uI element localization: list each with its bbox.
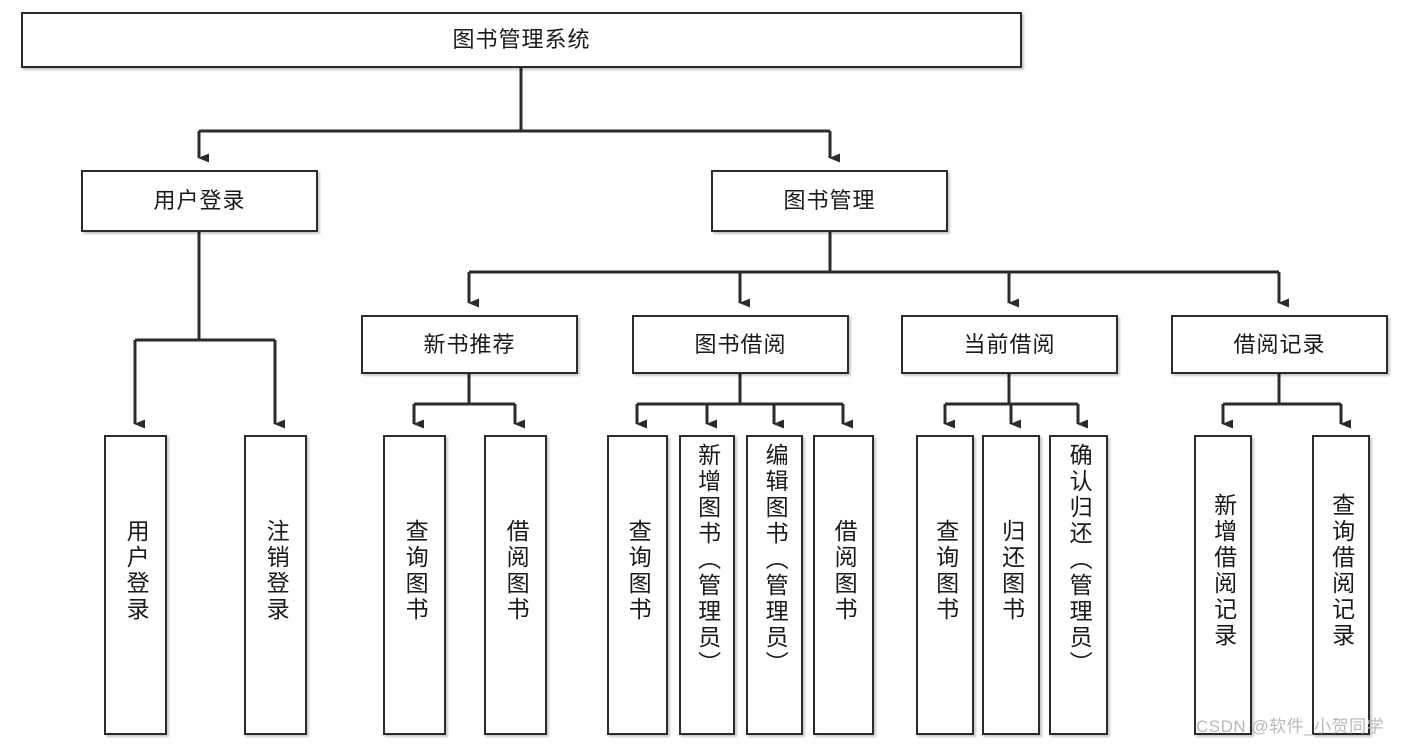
- node-leaf-confirm-return-label: 确认归还（管理员）: [1066, 443, 1093, 677]
- node-book-manage[interactable]: 图书管理: [711, 170, 948, 232]
- node-leaf-edit-book[interactable]: 编辑图书（管理员）: [746, 435, 803, 735]
- node-user-login-label: 用户登录: [153, 188, 246, 214]
- node-leaf-return-book-label: 归还图书: [998, 519, 1025, 623]
- node-leaf-logout-label: 注销登录: [263, 519, 290, 623]
- node-leaf-confirm-return[interactable]: 确认归还（管理员）: [1049, 435, 1108, 735]
- node-book-borrow-label: 图书借阅: [694, 331, 787, 357]
- node-leaf-add-book[interactable]: 新增图书（管理员）: [679, 435, 735, 735]
- node-borrow-record[interactable]: 借阅记录: [1171, 315, 1388, 374]
- node-leaf-borrow-book-1[interactable]: 借阅图书: [484, 435, 547, 735]
- node-book-manage-label: 图书管理: [783, 188, 876, 214]
- node-leaf-user-login[interactable]: 用户登录: [104, 435, 167, 735]
- node-leaf-add-record-label: 新增借阅记录: [1210, 493, 1237, 649]
- node-leaf-borrow-book-1-label: 借阅图书: [503, 519, 530, 623]
- node-current-borrow-label: 当前借阅: [963, 331, 1056, 357]
- node-root[interactable]: 图书管理系统: [21, 12, 1022, 68]
- node-root-label: 图书管理系统: [452, 27, 591, 53]
- node-leaf-user-login-label: 用户登录: [123, 519, 150, 623]
- node-leaf-logout[interactable]: 注销登录: [244, 435, 307, 735]
- node-leaf-query-book-1-label: 查询图书: [402, 519, 429, 623]
- node-new-book-rec-label: 新书推荐: [423, 331, 516, 357]
- node-current-borrow[interactable]: 当前借阅: [901, 315, 1118, 374]
- node-leaf-borrow-book-2-label: 借阅图书: [831, 519, 858, 623]
- node-leaf-return-book[interactable]: 归还图书: [982, 435, 1040, 735]
- node-leaf-query-record-label: 查询借阅记录: [1328, 493, 1355, 649]
- node-borrow-record-label: 借阅记录: [1233, 331, 1326, 357]
- node-leaf-query-book-2-label: 查询图书: [625, 519, 652, 623]
- node-user-login[interactable]: 用户登录: [81, 170, 318, 232]
- node-leaf-query-book-1[interactable]: 查询图书: [383, 435, 446, 735]
- node-leaf-query-book-3[interactable]: 查询图书: [916, 435, 974, 735]
- node-leaf-query-book-2[interactable]: 查询图书: [607, 435, 668, 735]
- csdn-watermark: CSDN @软件_小贺同学: [1196, 717, 1385, 736]
- node-leaf-borrow-book-2[interactable]: 借阅图书: [813, 435, 874, 735]
- node-book-borrow[interactable]: 图书借阅: [632, 315, 849, 374]
- node-leaf-edit-book-label: 编辑图书（管理员）: [762, 443, 789, 677]
- node-leaf-add-record[interactable]: 新增借阅记录: [1194, 435, 1252, 735]
- node-leaf-add-book-label: 新增图书（管理员）: [694, 443, 721, 677]
- node-new-book-rec[interactable]: 新书推荐: [361, 315, 578, 374]
- node-leaf-query-record[interactable]: 查询借阅记录: [1312, 435, 1370, 735]
- node-leaf-query-book-3-label: 查询图书: [932, 519, 959, 623]
